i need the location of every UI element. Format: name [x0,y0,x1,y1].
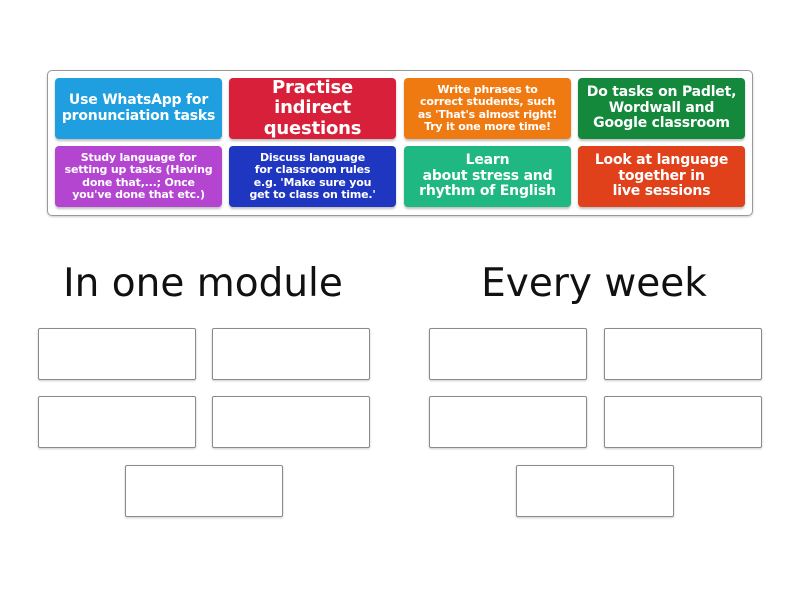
drop-slot-module-3[interactable] [38,396,196,448]
tile-classroom-rules[interactable]: Discuss language for classroom rules e.g… [229,146,396,207]
drop-slot-week-5[interactable] [516,465,674,517]
tile-tray [47,70,753,216]
drop-slot-week-1[interactable] [429,328,587,380]
tile-setting-up-tasks[interactable]: Study language for setting up tasks (Hav… [55,146,222,207]
group-title-in-one-module: In one module [63,261,343,306]
drop-slot-module-2[interactable] [212,328,370,380]
tile-live-sessions[interactable]: Look at language together in live sessio… [578,146,745,207]
drop-slot-week-2[interactable] [604,328,762,380]
tile-indirect-questions[interactable]: Practise indirect questions [229,78,396,139]
drop-slot-week-4[interactable] [604,396,762,448]
tile-padlet-wordwall[interactable]: Do tasks on Padlet, Wordwall and Google … [578,78,745,139]
drop-slot-week-3[interactable] [429,396,587,448]
tile-stress-rhythm[interactable]: Learn about stress and rhythm of English [404,146,571,207]
drop-slot-module-4[interactable] [212,396,370,448]
tile-whatsapp-pronunciation[interactable]: Use WhatsApp for pronunciation tasks [55,78,222,139]
drop-slot-module-1[interactable] [38,328,196,380]
tile-correct-students-phrases[interactable]: Write phrases to correct students, such … [404,78,571,139]
drop-slot-module-5[interactable] [125,465,283,517]
group-title-every-week: Every week [481,261,707,306]
